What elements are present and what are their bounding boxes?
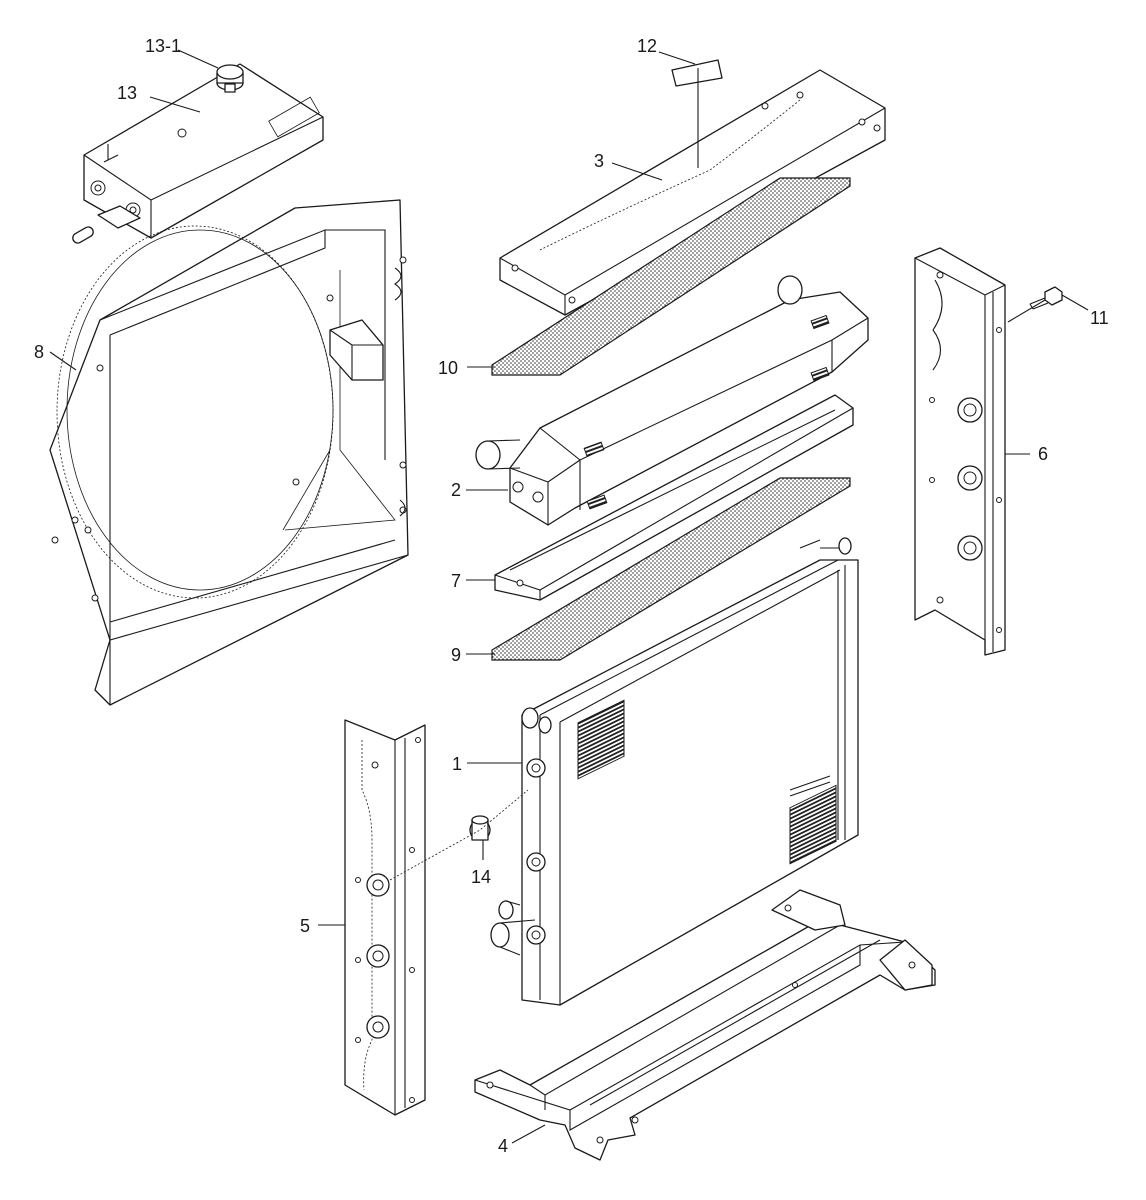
callout-13: 13 <box>117 83 137 103</box>
callout-5: 5 <box>300 916 310 936</box>
leader-lines <box>49 49 1089 1144</box>
callout-14: 14 <box>471 867 491 887</box>
lower-seal-strip <box>491 477 851 661</box>
callout-3: 3 <box>594 151 604 171</box>
bolt <box>1029 286 1063 310</box>
callout-11: 11 <box>1090 308 1109 328</box>
callout-1: 1 <box>452 754 462 774</box>
rubber-bushing <box>469 815 491 841</box>
upper-support <box>499 69 886 316</box>
callout-10: 10 <box>438 358 458 378</box>
callout-2: 2 <box>451 480 461 500</box>
upper-seal-strip <box>491 177 851 376</box>
label-plate <box>671 59 723 87</box>
callout-12: 12 <box>637 36 657 56</box>
callout-8: 8 <box>34 342 44 362</box>
callout-6: 6 <box>1038 444 1048 464</box>
callout-13-1: 13-1 <box>145 36 181 56</box>
callout-9: 9 <box>451 645 461 665</box>
base-frame <box>474 889 936 1161</box>
fan-shroud <box>49 199 409 706</box>
right-side-bracket <box>914 247 1006 656</box>
radiator-core <box>490 537 859 1006</box>
lower-channel <box>494 394 854 601</box>
intercooler-tank <box>475 275 869 526</box>
callout-4: 4 <box>498 1136 508 1156</box>
expansion-tank <box>72 63 324 244</box>
left-side-bracket <box>344 719 426 1116</box>
radiator-cap <box>216 64 244 93</box>
callout-7: 7 <box>451 571 461 591</box>
callout-labels: 13-1 13 12 3 8 10 2 7 9 1 14 5 4 6 11 <box>34 36 1109 1156</box>
